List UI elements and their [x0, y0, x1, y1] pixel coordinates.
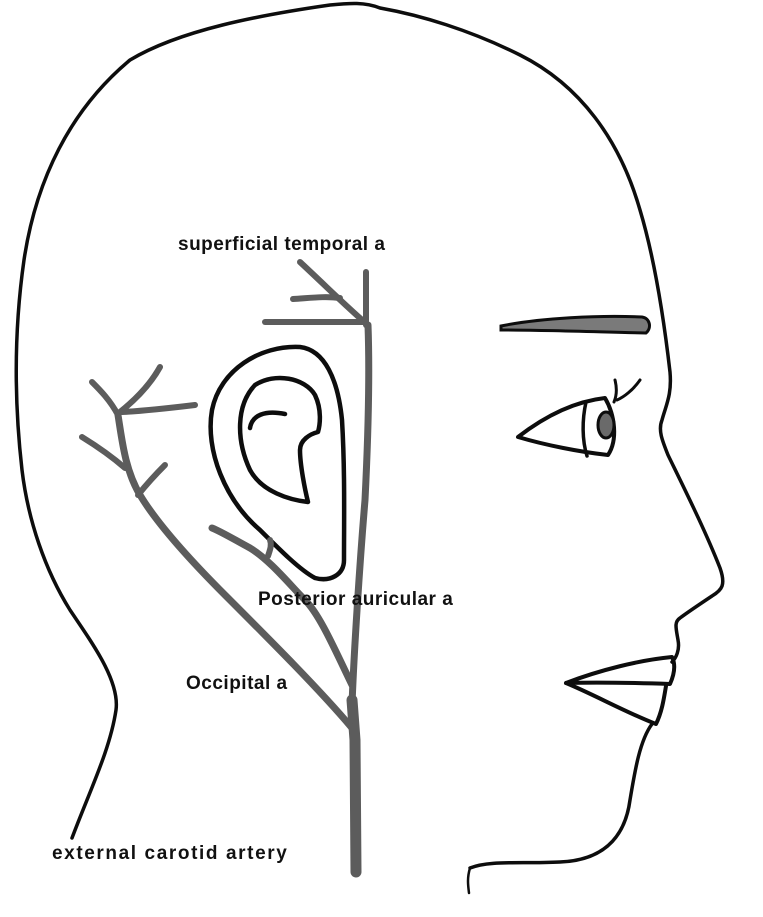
label-superficial-temporal-artery: superficial temporal a: [178, 234, 386, 255]
ear-fold: [247, 410, 288, 431]
ear-outer: [208, 344, 347, 582]
eyelash-1: [612, 378, 618, 404]
upper-lip: [564, 655, 677, 686]
eye-lid-line: [581, 400, 589, 458]
eyelash-2: [615, 378, 642, 402]
ear-inner: [237, 375, 323, 505]
head-outline: [14, 1, 725, 840]
label-external-carotid-artery: external carotid artery: [52, 843, 289, 864]
superficial-temporal-branch-diagonal: [297, 259, 371, 328]
occipital-branch-upper-horizontal: [119, 402, 198, 415]
posterior-auricular-artery: [208, 524, 356, 689]
iris: [596, 410, 616, 440]
lower-lip: [564, 681, 668, 726]
label-occipital-artery: Occipital a: [186, 673, 288, 694]
occipital-branch-lower-right: [135, 462, 168, 498]
eyebrow: [499, 314, 651, 335]
occipital-branch-upper-left: [89, 379, 121, 418]
occipital-branch-upper-right: [117, 364, 163, 415]
chin-outline: [468, 722, 654, 870]
external-carotid-trunk: [346, 694, 362, 878]
label-posterior-auricular-artery: Posterior auricular a: [258, 589, 454, 610]
occipital-branch-lower-left: [79, 434, 128, 471]
occipital-artery: [114, 411, 356, 732]
posterior-auricular-branch: [265, 537, 274, 559]
neck-front-tail: [466, 866, 472, 895]
superficial-temporal-trunk: [348, 321, 373, 709]
superficial-temporal-branch-mid: [290, 294, 343, 302]
